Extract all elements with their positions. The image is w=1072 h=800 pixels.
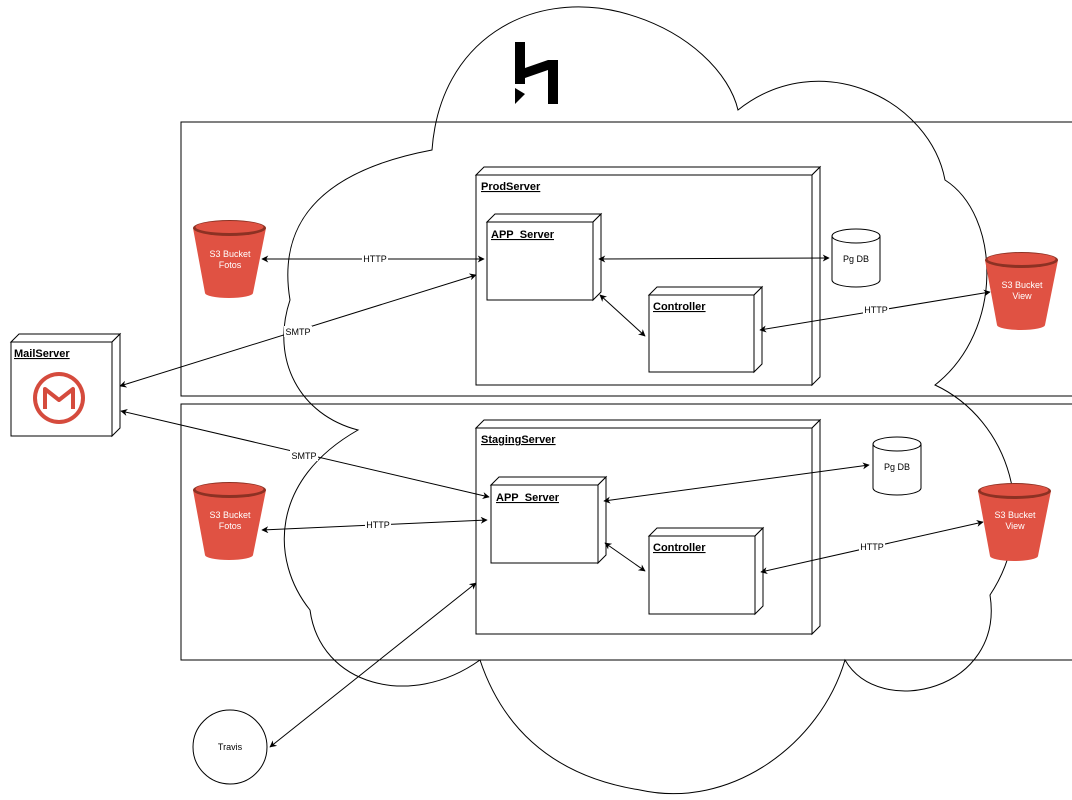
mail-server-title: MailServer bbox=[14, 348, 70, 360]
prod-bucket-fotos[interactable]: S3 Bucket Fotos bbox=[193, 220, 266, 298]
prod-http-view-label: HTTP bbox=[864, 305, 888, 315]
staging-database-label: Pg DB bbox=[884, 462, 910, 472]
staging-app-server-title: APP_Server bbox=[496, 492, 560, 504]
staging-smtp-label: SMTP bbox=[291, 451, 316, 461]
staging-http-view-label: HTTP bbox=[860, 542, 884, 552]
heroku-cloud bbox=[283, 6, 1016, 795]
staging-bucket-fotos-line1: S3 Bucket bbox=[209, 510, 251, 520]
mail-server-node[interactable]: MailServer bbox=[9, 332, 122, 438]
staging-bucket-fotos-line2: Fotos bbox=[219, 521, 242, 531]
prod-controller-node[interactable]: Controller bbox=[647, 285, 764, 374]
prod-database-label: Pg DB bbox=[843, 254, 869, 264]
prod-controller-title: Controller bbox=[653, 301, 706, 313]
prod-database[interactable]: Pg DB bbox=[831, 228, 881, 288]
staging-database[interactable]: Pg DB bbox=[872, 436, 922, 496]
heroku-logo-icon bbox=[515, 42, 558, 104]
travis-edge bbox=[269, 582, 477, 748]
staging-server-title: StagingServer bbox=[481, 434, 556, 446]
staging-environment-box bbox=[180, 403, 1072, 661]
prod-bucket-fotos-line2: Fotos bbox=[219, 260, 242, 270]
prod-smtp-label: SMTP bbox=[285, 327, 310, 337]
prod-bucket-view[interactable]: S3 Bucket View bbox=[985, 252, 1058, 330]
prod-app-server-node[interactable]: APP_Server bbox=[485, 212, 603, 302]
prod-bucket-view-line1: S3 Bucket bbox=[1001, 280, 1043, 290]
gmail-icon bbox=[33, 372, 85, 424]
prod-server-title: ProdServer bbox=[481, 181, 541, 193]
prod-app-controller-edge bbox=[599, 294, 646, 337]
staging-bucket-view-line2: View bbox=[1005, 521, 1025, 531]
staging-app-db-edge bbox=[603, 462, 870, 504]
staging-app-server-node[interactable]: APP_Server bbox=[489, 475, 608, 565]
prod-bucket-fotos-line1: S3 Bucket bbox=[209, 249, 251, 259]
staging-bucket-fotos[interactable]: S3 Bucket Fotos bbox=[193, 482, 266, 560]
staging-http-fotos-label: HTTP bbox=[366, 520, 390, 530]
staging-controller-title: Controller bbox=[653, 542, 706, 554]
prod-environment-box bbox=[180, 121, 1072, 397]
prod-http-fotos-label: HTTP bbox=[363, 254, 387, 264]
staging-bucket-view[interactable]: S3 Bucket View bbox=[978, 483, 1051, 561]
staging-app-controller-edge bbox=[604, 542, 646, 572]
staging-bucket-view-line1: S3 Bucket bbox=[994, 510, 1036, 520]
prod-app-db-edge bbox=[598, 254, 830, 263]
prod-app-server-title: APP_Server bbox=[491, 229, 555, 241]
staging-controller-node[interactable]: Controller bbox=[647, 526, 765, 616]
travis-label: Travis bbox=[218, 742, 243, 752]
prod-bucket-view-line2: View bbox=[1012, 291, 1032, 301]
travis-node[interactable]: Travis bbox=[192, 709, 268, 785]
